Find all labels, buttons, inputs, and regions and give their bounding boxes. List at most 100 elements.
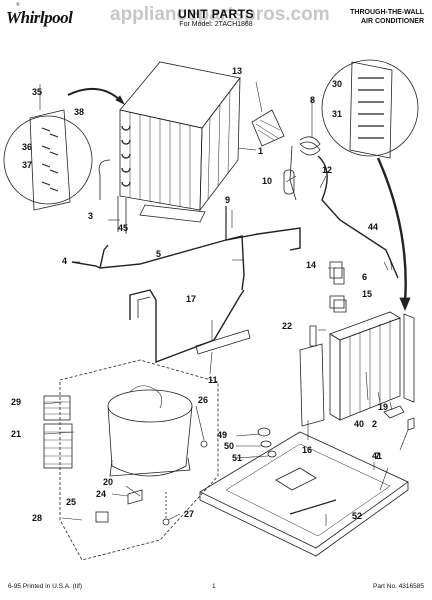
brand-name: Whirlpool <box>6 8 73 27</box>
coil-bracket <box>139 204 206 223</box>
compressor-base <box>109 457 191 477</box>
callout-41: 41 <box>372 451 383 461</box>
filter-screen <box>251 109 285 147</box>
drain-plug <box>407 417 415 431</box>
callout-6: 6 <box>362 272 368 282</box>
compressor-group-outline <box>59 359 219 561</box>
drain-bracket <box>383 405 405 419</box>
brand-logo: ® Whirlpool <box>6 3 73 28</box>
callout-22: 22 <box>282 321 293 331</box>
callout-11: 11 <box>208 375 218 385</box>
tube-insulation <box>195 329 251 355</box>
callout-12: 12 <box>322 165 333 175</box>
capacitor <box>95 511 109 523</box>
watermark: appliancepartspros.com <box>110 4 330 25</box>
detail-right-fittings <box>358 77 384 139</box>
condenser-coil-top <box>119 61 241 129</box>
callout-3: 3 <box>88 211 94 221</box>
drain-tube <box>289 499 337 515</box>
footer-part-number: Part No. 4316585 <box>373 583 424 590</box>
callout-27: 27 <box>184 509 195 519</box>
detail-arrowhead-right <box>399 297 411 312</box>
detail-arrowhead-left <box>115 95 125 105</box>
terminal-block <box>329 261 343 279</box>
coil-tubing <box>98 159 127 234</box>
callout-38: 38 <box>74 107 85 117</box>
process-tube <box>129 289 245 364</box>
callout-1: 1 <box>258 146 264 156</box>
compressor-body <box>107 405 193 477</box>
callout-19: 19 <box>378 402 389 412</box>
evaporator-clip <box>309 325 317 347</box>
evaporator-fins <box>349 320 391 416</box>
product-type-line2: AIR CONDITIONER <box>361 18 424 25</box>
condenser-coil-front <box>119 109 203 211</box>
callout-17: 17 <box>186 294 197 304</box>
callout-40: 40 <box>354 419 365 429</box>
callout-30: 30 <box>332 79 343 89</box>
terminal-clip <box>267 450 277 458</box>
brand-mark: ® <box>16 3 20 8</box>
condenser-return-bends <box>121 125 131 187</box>
callout-31: 31 <box>332 109 343 119</box>
callout-25: 25 <box>66 497 77 507</box>
callout-4: 4 <box>62 256 68 266</box>
coil-end-plate-detail <box>29 109 71 211</box>
capillary-tube <box>289 145 297 201</box>
callout-15: 15 <box>362 289 373 299</box>
liquid-line <box>225 235 245 291</box>
callout-21: 21 <box>11 429 22 439</box>
capillary-coil <box>299 136 321 156</box>
evaporator-top <box>329 311 401 341</box>
terminal-cover <box>260 440 272 448</box>
callout-24: 24 <box>96 489 107 499</box>
callout-26: 26 <box>198 395 209 405</box>
callout-16: 16 <box>302 445 313 455</box>
compressor-top <box>107 389 193 423</box>
callout-49: 49 <box>217 430 228 440</box>
callout-37: 37 <box>22 160 33 170</box>
leader-lines <box>39 81 409 526</box>
callout-7: 7 <box>375 451 381 461</box>
sound-blanket-side <box>43 423 73 469</box>
coil-end-plate-detail-right <box>349 61 393 159</box>
detail-circle-left <box>3 115 93 205</box>
callout-10: 10 <box>262 176 273 186</box>
evaporator-filter <box>403 313 415 403</box>
evaporator-shroud <box>299 343 325 427</box>
product-type-line1: THROUGH-THE-WALL <box>350 9 424 16</box>
callout-5: 5 <box>156 249 162 259</box>
callout-35: 35 <box>32 87 43 97</box>
callout-36: 36 <box>22 142 33 152</box>
product-type: THROUGH-THE-WALL AIR CONDITIONER <box>314 8 424 26</box>
footer-date: 6-95 Printed in U.S.A. (tif) <box>8 583 83 590</box>
callout-51: 51 <box>232 453 243 463</box>
callout-20: 20 <box>103 477 114 487</box>
detail-left-fittings <box>41 127 59 192</box>
callout-14: 14 <box>306 260 317 270</box>
thermostat-bracket <box>333 267 345 285</box>
model-line: For Model: 2TACH1868 <box>179 21 253 28</box>
callout-9: 9 <box>225 195 231 205</box>
callout-13: 13 <box>232 66 243 76</box>
callout-28: 28 <box>32 513 43 523</box>
callout-2: 2 <box>372 419 378 429</box>
evaporator-front <box>329 333 341 421</box>
callout-44: 44 <box>368 222 379 232</box>
overload-protector <box>257 427 271 437</box>
detail-arrow-left <box>67 87 123 103</box>
page-title: UNIT PARTS <box>177 7 255 21</box>
detail-circle-right <box>321 59 419 157</box>
footer-page-number: 1 <box>212 583 216 590</box>
callout-29: 29 <box>11 397 22 407</box>
condenser-coil-side <box>199 76 241 212</box>
callout-50: 50 <box>224 441 235 451</box>
callout-45: 45 <box>118 223 129 233</box>
grommet <box>200 440 208 448</box>
callout-8: 8 <box>310 95 316 105</box>
base-pan-duct <box>275 467 317 491</box>
terminal-bracket <box>127 489 143 505</box>
suction-line <box>317 155 399 279</box>
